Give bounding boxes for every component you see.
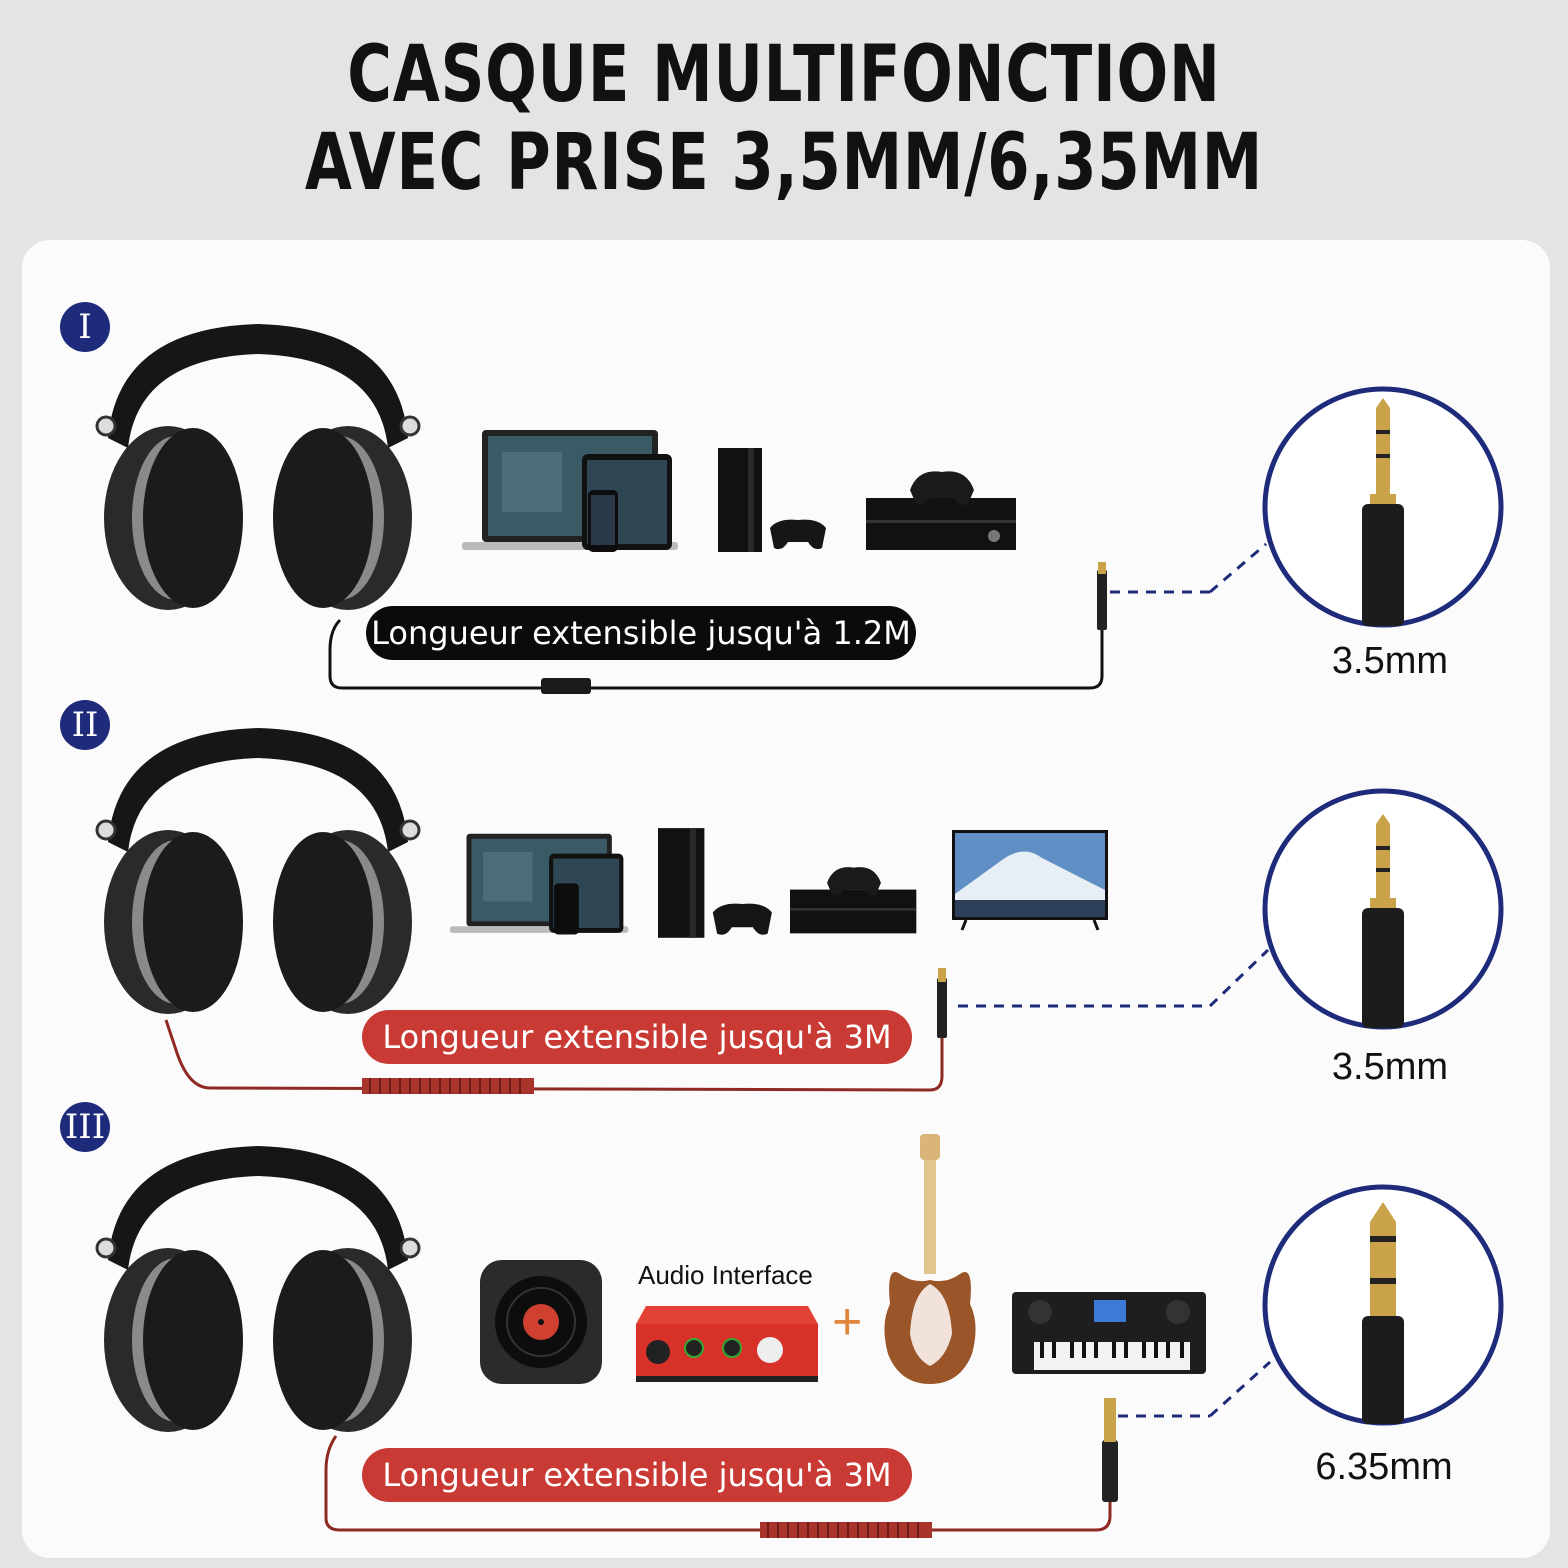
laptop-tablet-phone-icon [450,833,629,935]
audio-interface-label: Audio Interface [638,1260,813,1290]
row-3-cable-length-label: Longueur extensible jusqu'à 3M [362,1448,912,1502]
turntable-app-icon [480,1260,602,1384]
page-title-line1: CASQUE MULTIFONCTION [347,30,1221,120]
plus-sign: + [832,1293,863,1351]
row-2-numeral: II [60,700,110,750]
row-3-numeral: III [60,1102,110,1152]
xbox-console-icon [790,867,917,934]
row-1-numeral: I [60,302,110,352]
headphones-icon [95,1146,421,1432]
plug-3-5mm-icon [1262,788,1504,1030]
audio-interface-icon [636,1306,818,1382]
playstation-console-icon [658,828,772,938]
laptop-tablet-phone-icon [462,430,678,552]
row-3-plug-size: 6.35mm [1315,1446,1453,1488]
electric-guitar-icon [884,1134,976,1384]
xbox-console-icon [866,471,1016,550]
row-2-cable-length-label: Longueur extensible jusqu'à 3M [362,1010,912,1064]
keyboard-synth-icon [1012,1292,1206,1374]
row-1-cable-length-label: Longueur extensible jusqu'à 1.2M [366,606,916,660]
plug-3-5mm-icon [1262,386,1504,628]
playstation-console-icon [718,448,826,552]
television-icon [952,830,1108,931]
plug-6-35mm-icon [1262,1184,1504,1426]
row-1-plug-size: 3.5mm [1331,640,1449,682]
headphones-icon [95,728,421,1014]
page-title-line2: AVEC PRISE 3,5MM/6,35MM [304,118,1264,208]
row-2-plug-size: 3.5mm [1331,1046,1449,1088]
headphones-icon [95,324,421,610]
